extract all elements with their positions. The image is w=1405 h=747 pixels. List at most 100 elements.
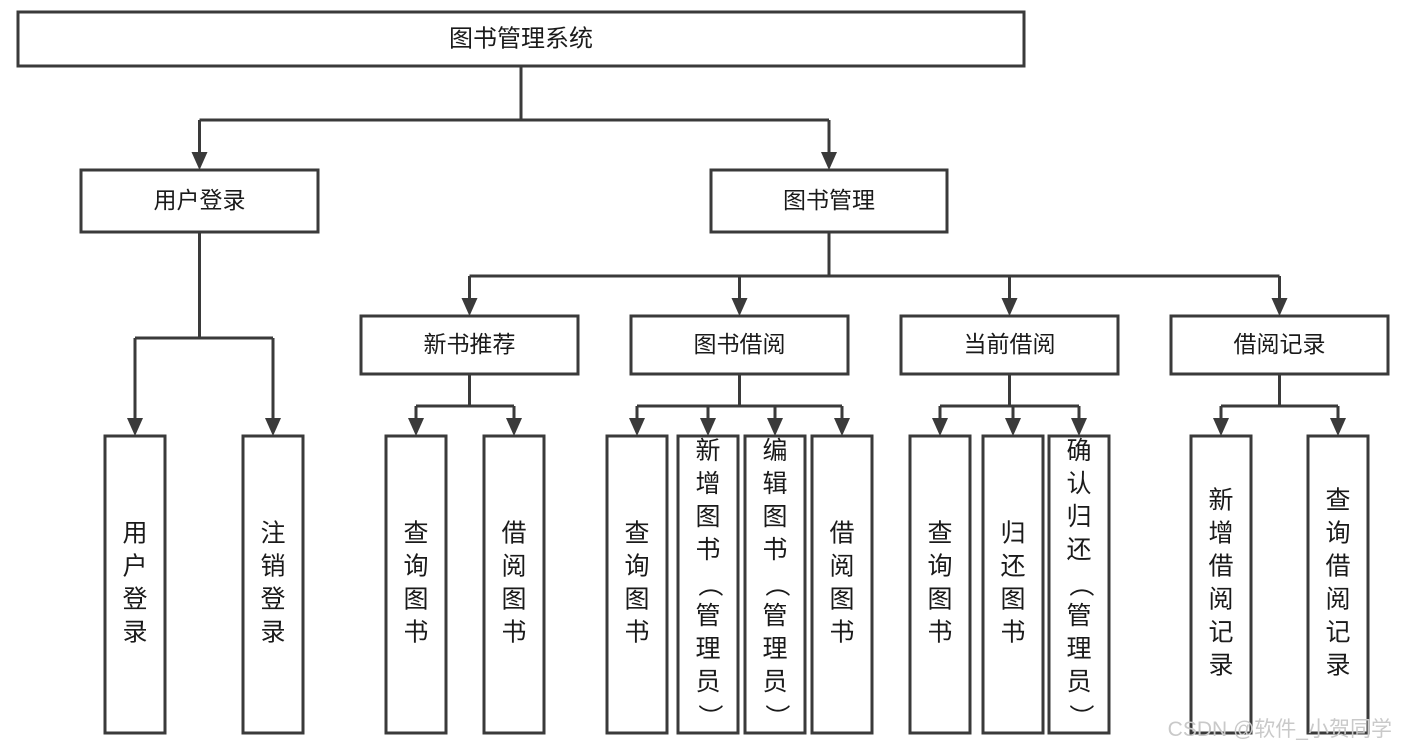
node-label-char: 阅 [1325, 586, 1350, 614]
node-label-char: 销 [260, 553, 285, 581]
node-box-leaf-query-book-recommend [384, 434, 448, 735]
node-box-new-book-recommend [359, 314, 580, 376]
node-label-char: 书 [403, 619, 428, 647]
arrow-head-icon [1271, 298, 1288, 316]
node-label-char: 注 [260, 520, 285, 548]
node-leaf-user-login[interactable]: 用户登录 [103, 434, 167, 735]
node-label-borrow-record: 借阅记录 [1234, 331, 1326, 357]
connector-group-book-management [461, 232, 1288, 316]
node-label-user-login: 用户登录 [154, 187, 246, 213]
node-box-leaf-borrow-book-recommend [482, 434, 546, 735]
node-label-char: 书 [1000, 619, 1025, 647]
node-label-char: 询 [927, 553, 952, 581]
node-label-char: （ [1066, 572, 1094, 597]
node-box-leaf-user-login [103, 434, 167, 735]
node-root[interactable]: 图书管理系统 [16, 10, 1026, 68]
node-label-char: 借 [1208, 553, 1233, 581]
node-book-management[interactable]: 图书管理 [709, 168, 949, 234]
node-box-leaf-confirm-return-admin [1047, 434, 1111, 735]
node-current-borrow[interactable]: 当前借阅 [899, 314, 1120, 376]
node-label-char: 阅 [501, 553, 526, 581]
node-label-char: 录 [122, 619, 147, 647]
arrow-head-icon [408, 418, 424, 436]
node-label-char: 员 [762, 668, 787, 696]
node-label-char: 书 [927, 619, 952, 647]
node-label-char: 书 [762, 536, 787, 564]
node-box-leaf-query-book-current [908, 434, 972, 735]
node-box-leaf-add-borrow-record [1189, 434, 1253, 735]
node-label-char: 阅 [829, 553, 854, 581]
node-box-book-borrow [629, 314, 850, 376]
node-label-char: 查 [1325, 487, 1350, 515]
node-label-char: 户 [122, 553, 147, 581]
node-label-char: 询 [1325, 520, 1350, 548]
connector-group-root [191, 66, 837, 170]
node-label-char: ） [762, 704, 790, 729]
arrow-head-icon [191, 152, 208, 170]
arrow-head-icon [1001, 298, 1018, 316]
node-label-char: 增 [695, 470, 720, 498]
node-label-char: （ [695, 572, 723, 597]
node-box-leaf-borrow-book [810, 434, 874, 735]
node-label-book-borrow: 图书借阅 [694, 331, 786, 357]
node-label-char: 记 [1208, 619, 1233, 647]
node-box-root [16, 10, 1026, 68]
node-label-char: 还 [1000, 553, 1025, 581]
node-box-leaf-return-book [981, 434, 1045, 735]
arrow-head-icon [1330, 418, 1346, 436]
node-label-char: 管 [695, 602, 720, 630]
node-label-book-management: 图书管理 [783, 187, 875, 213]
connector-group-current-borrow [932, 374, 1087, 436]
arrow-head-icon [127, 418, 143, 436]
node-label-char: 归 [1000, 520, 1025, 548]
node-label-char: 录 [1325, 652, 1350, 680]
node-label-char: ） [1066, 704, 1094, 729]
node-label-root: 图书管理系统 [449, 25, 593, 52]
node-label-char: 询 [624, 553, 649, 581]
node-label-char: 图 [829, 586, 854, 614]
node-new-book-recommend[interactable]: 新书推荐 [359, 314, 580, 376]
node-book-borrow[interactable]: 图书借阅 [629, 314, 850, 376]
node-label-char: 理 [1066, 635, 1091, 663]
node-box-leaf-user-logout [241, 434, 305, 735]
node-label-char: 员 [1066, 668, 1091, 696]
node-box-user-login [79, 168, 320, 234]
node-label-char: 管 [1066, 602, 1091, 630]
node-label-char: 借 [501, 520, 526, 548]
node-label-char: 书 [695, 536, 720, 564]
node-label-char: 阅 [1208, 586, 1233, 614]
node-borrow-record[interactable]: 借阅记录 [1169, 314, 1390, 376]
connector-layer [127, 66, 1346, 436]
arrow-head-icon [834, 418, 850, 436]
node-label-char: 图 [624, 586, 649, 614]
node-label-char: 记 [1325, 619, 1350, 647]
node-box-leaf-query-book-borrow [605, 434, 669, 735]
node-label-char: 书 [624, 619, 649, 647]
node-label-char: 登 [260, 586, 285, 614]
connector-group-book-borrow [629, 374, 850, 436]
node-label-char: 图 [501, 586, 526, 614]
node-label-char: 增 [1208, 520, 1233, 548]
arrow-head-icon [629, 418, 645, 436]
node-user-login[interactable]: 用户登录 [79, 168, 320, 234]
node-box-borrow-record [1169, 314, 1390, 376]
node-label-char: 理 [695, 635, 720, 663]
node-label-char: 图 [927, 586, 952, 614]
node-label-char: 认 [1066, 470, 1091, 498]
arrow-head-icon [767, 418, 783, 436]
connector-group-new-book-recommend [408, 374, 522, 436]
node-label-char: 录 [260, 619, 285, 647]
